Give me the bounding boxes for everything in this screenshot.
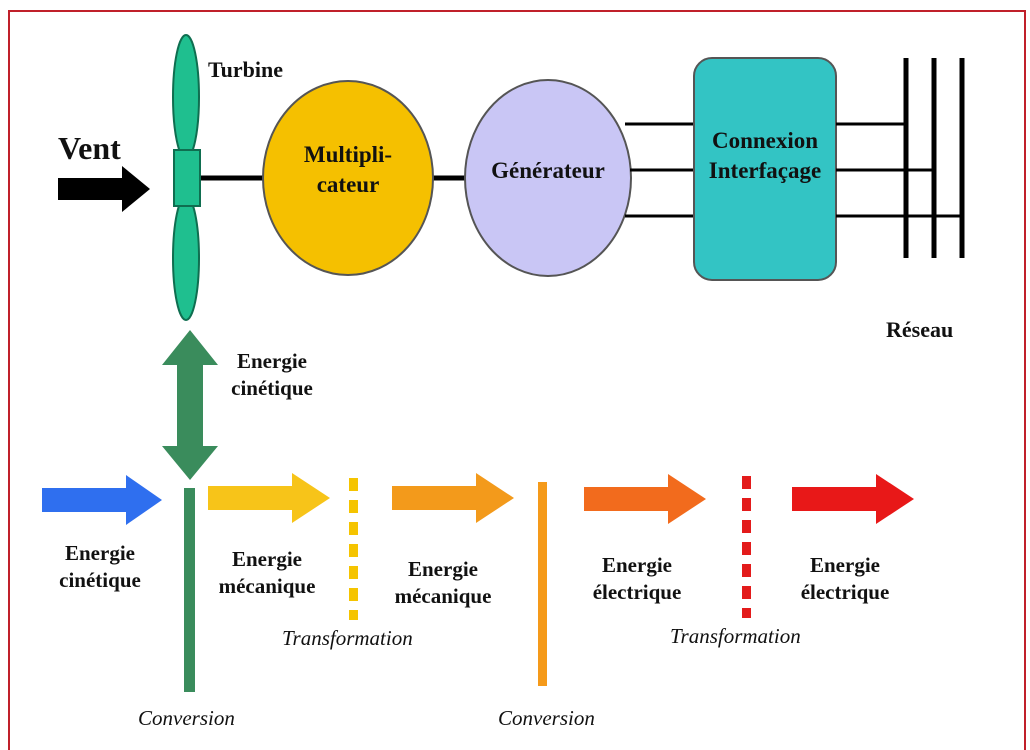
transformation-dashes-2 [742, 476, 751, 618]
transformation-dashes-1 [349, 478, 358, 620]
flow-label-electrique-2: Energie électrique [780, 552, 910, 607]
multiplicateur-label: Multipli- cateur [283, 140, 413, 200]
multiplicateur-shape [262, 80, 434, 276]
flow-arrow-cinetique [42, 475, 162, 525]
reseau-label: Réseau [886, 317, 954, 342]
flow-label-line1: Energie [232, 547, 302, 571]
flow-label-line2: électrique [800, 580, 890, 605]
turbine-label: Turbine [208, 57, 284, 82]
energie-cinetique-top-line1: Energie [237, 349, 307, 373]
transformation-label-1: Transformation [282, 626, 413, 650]
conversion-label-1: Conversion [138, 706, 235, 730]
transformation-label-2: Transformation [670, 624, 801, 648]
flow-label-line2: électrique [592, 580, 682, 605]
turbine-blade-bottom [172, 195, 200, 321]
turbine-hub [173, 149, 201, 207]
flow-label-line1: Energie [602, 553, 672, 577]
flow-label-electrique-1: Energie électrique [572, 552, 702, 607]
flow-label-line1: Energie [65, 541, 135, 565]
conversion-bar-1 [184, 488, 195, 692]
energie-cinetique-top-label: Energie cinétique [222, 348, 322, 403]
wind-arrow [58, 166, 150, 212]
generateur-shape [464, 79, 632, 277]
conversion-label-2: Conversion [498, 706, 595, 730]
turbine-blade-top [172, 34, 200, 160]
multiplicateur-label-line1: Multipli- [303, 142, 393, 167]
flow-label-line1: Energie [408, 557, 478, 581]
connexion-label-line1: Connexion [711, 128, 819, 153]
flow-label-line2: mécanique [218, 574, 316, 599]
flow-label-line2: cinétique [59, 568, 141, 593]
flow-label-mecanique-1: Energie mécanique [202, 546, 332, 601]
flow-arrow-electrique-2 [792, 474, 914, 524]
flow-arrow-mecanique-1 [208, 473, 330, 523]
flow-label-mecanique-2: Energie mécanique [378, 556, 508, 611]
flow-label-line2: mécanique [394, 584, 492, 609]
conversion-bar-2 [538, 482, 547, 686]
flow-label-line1: Energie [810, 553, 880, 577]
vent-label: Vent [58, 130, 121, 166]
generateur-label: Générateur [491, 158, 605, 183]
flow-label-cinetique: Energie cinétique [40, 540, 160, 595]
flow-arrow-electrique-1 [584, 474, 706, 524]
connexion-label: Connexion Interfaçage [688, 126, 842, 186]
diagram-frame [8, 10, 1026, 750]
energie-cinetique-top-line2: cinétique [231, 376, 313, 401]
flow-arrow-mecanique-2 [392, 473, 514, 523]
connexion-label-line2: Interfaçage [708, 157, 822, 183]
multiplicateur-label-line2: cateur [316, 171, 380, 197]
double-arrow-cinetique [162, 330, 218, 480]
